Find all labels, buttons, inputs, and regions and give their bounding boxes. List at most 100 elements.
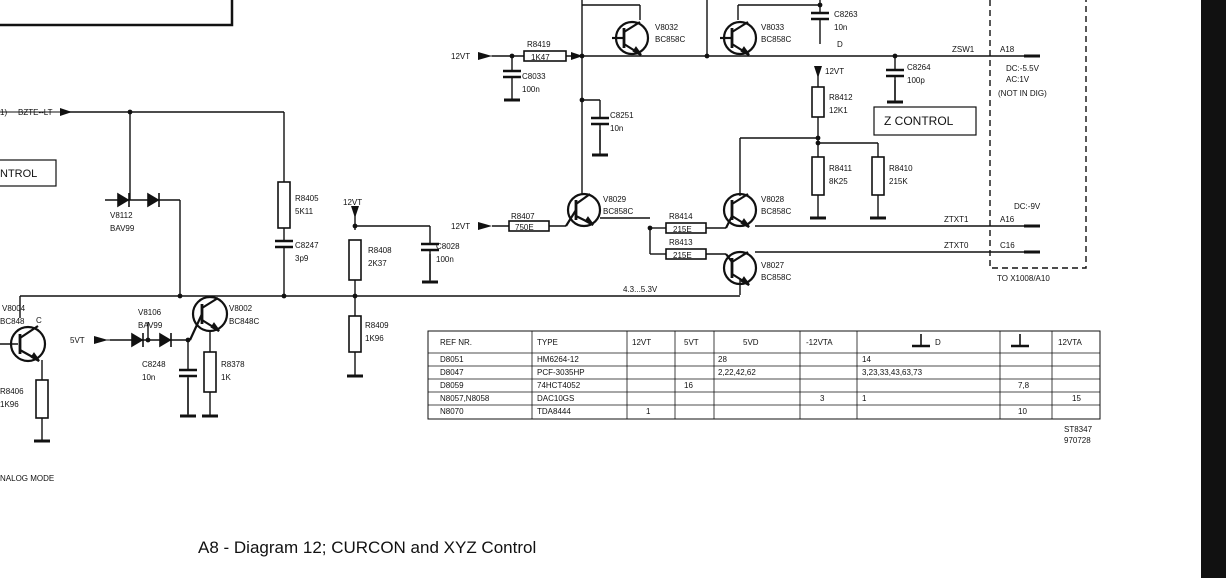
v8029-type: BC858C bbox=[603, 207, 633, 216]
table-header-cell: 5VT bbox=[684, 338, 699, 347]
transistor-v8028 bbox=[722, 192, 758, 229]
v8029-ref: V8029 bbox=[603, 195, 627, 204]
c8263-ref: C8263 bbox=[834, 10, 858, 19]
c8264-val: 100p bbox=[907, 76, 925, 85]
stamp-date: 970728 bbox=[1064, 436, 1091, 445]
connector-pins bbox=[1024, 54, 1040, 254]
r8409-ref: R8409 bbox=[365, 321, 389, 330]
label-node-d: D bbox=[837, 40, 843, 49]
r8407-ref: R8407 bbox=[511, 212, 535, 221]
v8028-ref: V8028 bbox=[761, 195, 785, 204]
label-zsw1: ZSW1 bbox=[952, 45, 975, 54]
table-header-cell: REF NR. bbox=[440, 338, 472, 347]
label-12vt-4: 12VT bbox=[343, 198, 362, 207]
table-cell: 74HCT4052 bbox=[537, 381, 581, 390]
r8408-val: 2K37 bbox=[368, 259, 387, 268]
table-header-cell: 12VT bbox=[632, 338, 651, 347]
r8412-val: 12K1 bbox=[829, 106, 848, 115]
v8033-ref: V8033 bbox=[761, 23, 785, 32]
label-ztxt1: ZTXT1 bbox=[944, 215, 969, 224]
c8033-val: 100n bbox=[522, 85, 540, 94]
table-cell: 1 bbox=[646, 407, 651, 416]
table-cell: N8057,N8058 bbox=[440, 394, 490, 403]
table-cell: TDA8444 bbox=[537, 407, 571, 416]
label-bias: 4.3...5.3V bbox=[623, 285, 658, 294]
label-node-c: C bbox=[36, 316, 42, 325]
table-cell: 16 bbox=[684, 381, 693, 390]
label-analog-mode: NALOG MODE bbox=[0, 474, 54, 483]
c8251-ref: C8251 bbox=[610, 111, 634, 120]
table-header-cell: D bbox=[935, 338, 941, 347]
transistor-v8027 bbox=[722, 250, 758, 286]
v8027-type: BC858C bbox=[761, 273, 791, 282]
table-cell: 1 bbox=[862, 394, 867, 403]
diagram-caption: A8 - Diagram 12; CURCON and XYZ Control bbox=[198, 538, 537, 557]
v8032-type: BC858C bbox=[655, 35, 685, 44]
table-cell: 10 bbox=[1018, 407, 1027, 416]
note-dc9: DC:-9V bbox=[1014, 202, 1041, 211]
r8414-val: 215E bbox=[673, 225, 692, 234]
r8405-ref: R8405 bbox=[295, 194, 319, 203]
table-cell: D8047 bbox=[440, 368, 464, 377]
v8106-ref: V8106 bbox=[138, 308, 162, 317]
c8263-val: 10n bbox=[834, 23, 847, 32]
v8002-ref: V8002 bbox=[229, 304, 253, 313]
wires bbox=[0, 0, 1040, 440]
transistor-v8002 bbox=[189, 295, 229, 341]
label-12vt-2: 12VT bbox=[451, 222, 470, 231]
label-12vt-3: 12VT bbox=[825, 67, 844, 76]
label-to-x1008: TO X1008/A10 bbox=[997, 274, 1050, 283]
transistor-v8029 bbox=[565, 192, 602, 228]
pin-a18: A18 bbox=[1000, 45, 1015, 54]
note-ac1: AC:1V bbox=[1006, 75, 1030, 84]
r8406-ref: R8406 bbox=[0, 387, 24, 396]
c8264-ref: C8264 bbox=[907, 63, 931, 72]
connector-dashed-box bbox=[989, 0, 1087, 269]
r8411-val: 8K25 bbox=[829, 177, 848, 186]
table-cell: 28 bbox=[718, 355, 727, 364]
table-cell: 7,8 bbox=[1018, 381, 1030, 390]
table-cell: D8059 bbox=[440, 381, 464, 390]
r8419-val: 1K47 bbox=[531, 53, 550, 62]
table-cell: 14 bbox=[862, 355, 871, 364]
c8248-ref: C8248 bbox=[142, 360, 166, 369]
ground-header-icons bbox=[912, 334, 1029, 348]
note-dc55: DC:-5.5V bbox=[1006, 64, 1040, 73]
label-ztxt0: ZTXT0 bbox=[944, 241, 969, 250]
c8033-ref: C8033 bbox=[522, 72, 546, 81]
v8112-ref: V8112 bbox=[110, 211, 133, 220]
r8409-val: 1K96 bbox=[365, 334, 384, 343]
control-left-box bbox=[0, 159, 57, 187]
table-cell: 3 bbox=[820, 394, 825, 403]
table-cell: D8051 bbox=[440, 355, 464, 364]
v8032-ref: V8032 bbox=[655, 23, 679, 32]
r8419-ref: R8419 bbox=[527, 40, 551, 49]
r8407-val: 750E bbox=[515, 223, 534, 232]
c8028-val: 100n bbox=[436, 255, 454, 264]
v8002-type: BC848C bbox=[229, 317, 259, 326]
pin-a16: A16 bbox=[1000, 215, 1015, 224]
r8408-ref: R8408 bbox=[368, 246, 392, 255]
v8028-type: BC858C bbox=[761, 207, 791, 216]
c8247-val: 3p9 bbox=[295, 254, 309, 263]
diodes bbox=[117, 192, 172, 348]
r8405-val: 5K11 bbox=[295, 207, 314, 216]
ground-symbols bbox=[34, 98, 903, 443]
v8004-ref: V8004 bbox=[2, 304, 26, 313]
r8412-ref: R8412 bbox=[829, 93, 853, 102]
label-5vt: 5VT bbox=[70, 336, 85, 345]
r8378-val: 1K bbox=[221, 373, 231, 382]
label-bzte: BZTE--LT bbox=[18, 108, 53, 117]
r8406-val: 1K96 bbox=[0, 400, 19, 409]
v8106-type: BAV99 bbox=[138, 321, 163, 330]
table-cell: 3,23,33,43,63,73 bbox=[862, 368, 923, 377]
transistors bbox=[9, 20, 758, 363]
table-cell: 2,22,42,62 bbox=[718, 368, 756, 377]
capacitor-leads bbox=[187, 19, 896, 414]
v8033-type: BC858C bbox=[761, 35, 791, 44]
table-header-cell: TYPE bbox=[537, 338, 558, 347]
note-not-in-dig: (NOT IN DIG) bbox=[998, 89, 1047, 98]
label-12vt-1: 12VT bbox=[451, 52, 470, 61]
z-control-box bbox=[873, 106, 977, 136]
